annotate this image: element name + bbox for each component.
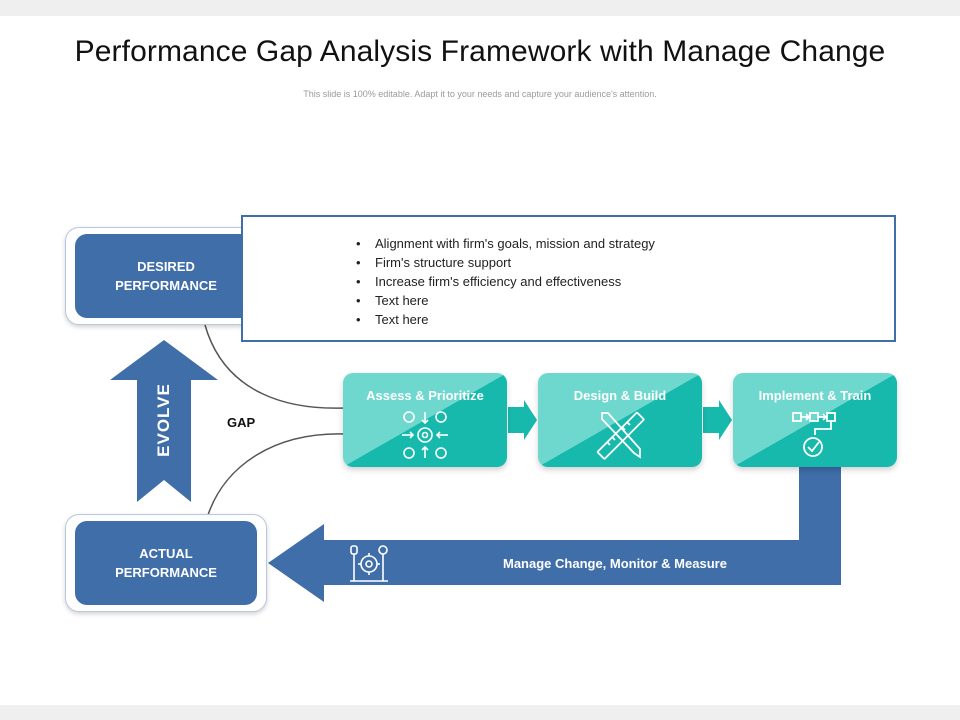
evolve-arrow bbox=[110, 340, 218, 502]
step-design-build: Design & Build bbox=[538, 373, 702, 467]
desired-label-line1: DESIRED bbox=[137, 259, 195, 274]
step-assess-prioritize: Assess & Prioritize bbox=[343, 373, 507, 467]
manage-change-arrow bbox=[268, 467, 841, 602]
desired-criteria-box: Alignment with firm's goals, mission and… bbox=[241, 215, 896, 342]
gap-curve-lower bbox=[207, 433, 346, 516]
process-gear-icon bbox=[402, 411, 448, 459]
actual-label-line1: ACTUAL bbox=[139, 546, 193, 561]
workflow-check-icon bbox=[792, 412, 836, 457]
desired-label-line2: PERFORMANCE bbox=[115, 278, 217, 293]
criteria-list: Alignment with firm's goals, mission and… bbox=[355, 234, 655, 329]
slide-subtitle: This slide is 100% editable. Adapt it to… bbox=[303, 89, 657, 99]
ruler-pencil-icon bbox=[596, 411, 645, 460]
criteria-item: Text here bbox=[355, 310, 655, 329]
manage-change-label: Manage Change, Monitor & Measure bbox=[503, 556, 727, 571]
step-implement-train: Implement & Train bbox=[733, 373, 897, 467]
step-arrow-1 bbox=[508, 400, 537, 440]
criteria-item: Text here bbox=[355, 291, 655, 310]
desired-performance-box: DESIRED PERFORMANCE bbox=[75, 234, 257, 318]
gap-curve-upper bbox=[204, 324, 346, 409]
actual-performance-box: ACTUAL PERFORMANCE bbox=[75, 521, 257, 605]
actual-label-line2: PERFORMANCE bbox=[115, 565, 217, 580]
slide-title: Performance Gap Analysis Framework with … bbox=[74, 35, 886, 68]
step-label: Design & Build bbox=[573, 388, 667, 403]
top-strip bbox=[0, 0, 960, 16]
criteria-item: Increase firm's efficiency and effective… bbox=[355, 272, 655, 291]
bottom-strip bbox=[0, 705, 960, 720]
gear-lightbulb-icon bbox=[350, 545, 388, 582]
evolve-label: EVOLVE bbox=[154, 383, 173, 457]
actual-performance-card: ACTUAL PERFORMANCE bbox=[65, 514, 267, 612]
desired-performance-card: DESIRED PERFORMANCE bbox=[65, 227, 267, 325]
step-label: Implement & Train bbox=[758, 388, 872, 403]
criteria-item: Firm's structure support bbox=[355, 253, 655, 272]
criteria-item: Alignment with firm's goals, mission and… bbox=[355, 234, 655, 253]
step-arrow-2 bbox=[703, 400, 732, 440]
gap-label: GAP bbox=[227, 415, 256, 430]
step-label: Assess & Prioritize bbox=[366, 388, 484, 403]
